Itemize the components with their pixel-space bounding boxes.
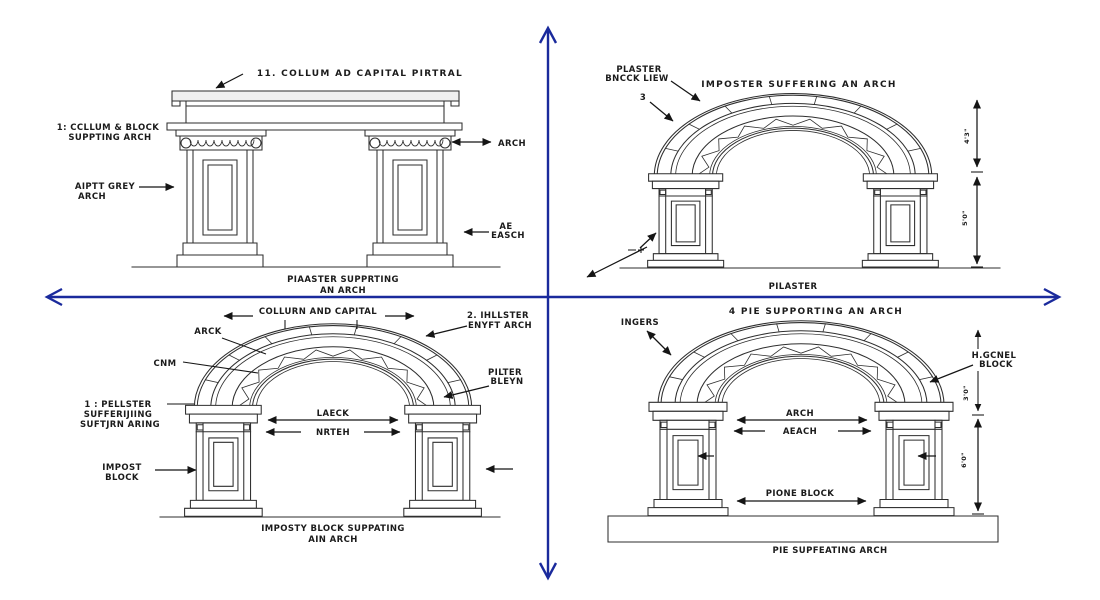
q1-ae-label-line2: EASCH [491,231,525,241]
q2-small-corner-arrow [640,233,656,248]
q3-pillster-arrow [425,326,467,338]
q3-caption-line1: IMPOSTY BLOCK SUPPATING [261,524,405,534]
q3-pellster-label-line1: 1 : PELLSTER [84,400,151,410]
axis-arrowhead-left [47,289,62,305]
q4-gcnel-arrow [929,365,973,383]
q3-pellster-label-line2: SUFFERIJIING [84,410,153,420]
axis-arrowhead-top [540,28,556,43]
q3-left-pier [184,404,263,517]
q3-span-label: COLLURN AND CAPITAL [259,307,377,317]
q3-cnm-leader [183,362,258,373]
q4-span-dim2-label: AEACH [783,427,817,437]
q2-arch-rings [653,93,933,177]
q4-dim-lower-text: 6'0" [960,452,968,468]
q2-plaster-arrow [671,81,701,101]
q2-caption: PILASTER [769,282,818,292]
q3-impost-label-line2: BLOCK [105,473,139,483]
q3-span-dim2-label: NRTEH [316,428,350,438]
q2-left-pier [647,173,725,268]
q4-stone-label: PIONE BLOCK [766,489,835,499]
q1-ae-label-line1: AE [499,222,512,232]
q2-dim-upper-text: 4'3" [963,128,971,144]
q1-heading-arrow [215,74,243,88]
q4-gcnel-label-line2: BLOCK [979,360,1013,370]
q3-pilter-label-line1: PILTER [488,368,522,378]
q3-arck-label: ARCK [194,327,222,337]
q4-pier-arch-diagram: 4 PIE SUPPORTING AN ARCH INGERS H.GCNEL … [608,307,1017,556]
q4-title: 4 PIE SUPPORTING AN ARCH [729,307,903,317]
q3-span-ticks [285,320,357,329]
q3-pillster-label-line2: ENYFT ARCH [468,321,532,331]
q2-dimension-lines: 4'3" 5'0" [961,99,983,267]
q4-arch-rings [657,320,945,406]
q3-impost-arch-diagram: COLLURN AND CAPITAL ARCK CNM 2. IHLLSTER… [80,307,532,545]
q1-grey-label-line2: ARCH [78,192,106,202]
q4-dim-upper-text: 3'0" [962,385,970,401]
q3-arch-rings [193,323,473,409]
q2-plus-tick [628,247,644,253]
q2-num-arrow [650,102,673,121]
q4-left-pier [647,401,729,517]
q3-pillster-label-line1: 2. IHLLSTER [467,311,529,321]
q1-arch-label: ARCH [498,139,526,149]
q1-structure [132,91,500,267]
q4-dimension-lines: 3'0" 6'0" [960,329,984,514]
q1-column-lintel-diagram: 11. COLLUM AD CAPITAL PIRTRAL 1: CCLLUM … [57,69,526,296]
q2-plaster-label-line2: BNCCK LIEW [605,74,669,84]
q4-annotations: 4 PIE SUPPORTING AN ARCH INGERS H.GCNEL … [621,307,1017,556]
q4-platform [608,516,998,542]
q1-annotations: 11. COLLUM AD CAPITAL PIRTRAL 1: CCLLUM … [57,69,526,296]
q2-right-pier [861,173,939,268]
q3-pilter-arrow [443,386,489,399]
q2-title: IMPOSTER SUFFERING AN ARCH [701,80,896,90]
q4-span-dim1-label: ARCH [786,409,814,419]
q1-heading: 11. COLLUM AD CAPITAL PIRTRAL [257,69,463,79]
q2-annotations: PLASTER BNCCK LIEW 3 IMPOSTER SUFFERING … [586,65,896,292]
q3-pilter-label-line2: BLEYN [491,377,524,387]
q4-ingers-arrow [647,331,671,355]
q3-right-pier [403,404,482,517]
q4-gcnel-label-line1: H.GCNEL [972,351,1017,361]
axis-arrowhead-right [1044,289,1059,305]
q2-dim-lower-text: 5'0" [961,210,969,226]
q3-caption-line2: AIN ARCH [308,535,358,545]
q1-block-label-line1: 1: CCLLUM & BLOCK [57,123,159,133]
q3-annotations: COLLURN AND CAPITAL ARCK CNM 2. IHLLSTER… [80,307,532,545]
q1-grey-label-line1: AIPTT GREY [75,182,136,192]
axis-arrowhead-bottom [540,563,556,578]
q2-num-label: 3 [640,93,646,103]
q2-pilaster-arch-diagram: PLASTER BNCCK LIEW 3 IMPOSTER SUFFERING … [586,65,1000,292]
q3-arck-leader [222,338,266,354]
q3-cnm-label: CNM [153,359,176,369]
q2-long-corner-arrow [586,247,647,277]
q4-caption: PIE SUPFEATING ARCH [772,546,887,556]
q1-caption-line1: PIAASTER SUPPRTING [287,275,399,285]
q3-impost-label-line1: IMPOST [102,463,141,473]
q3-span-dim1-label: LAECK [317,409,350,419]
q3-pellster-label-line3: SUFTJRN ARING [80,420,160,430]
q1-block-label-line2: SUPPTING ARCH [68,133,151,143]
q1-caption-line2: AN ARCH [320,286,366,296]
q4-right-pier [873,401,955,517]
q4-ingers-label: INGERS [621,318,659,328]
q2-plaster-label-line1: PLASTER [616,65,661,75]
quadrant-axes [47,28,1059,578]
